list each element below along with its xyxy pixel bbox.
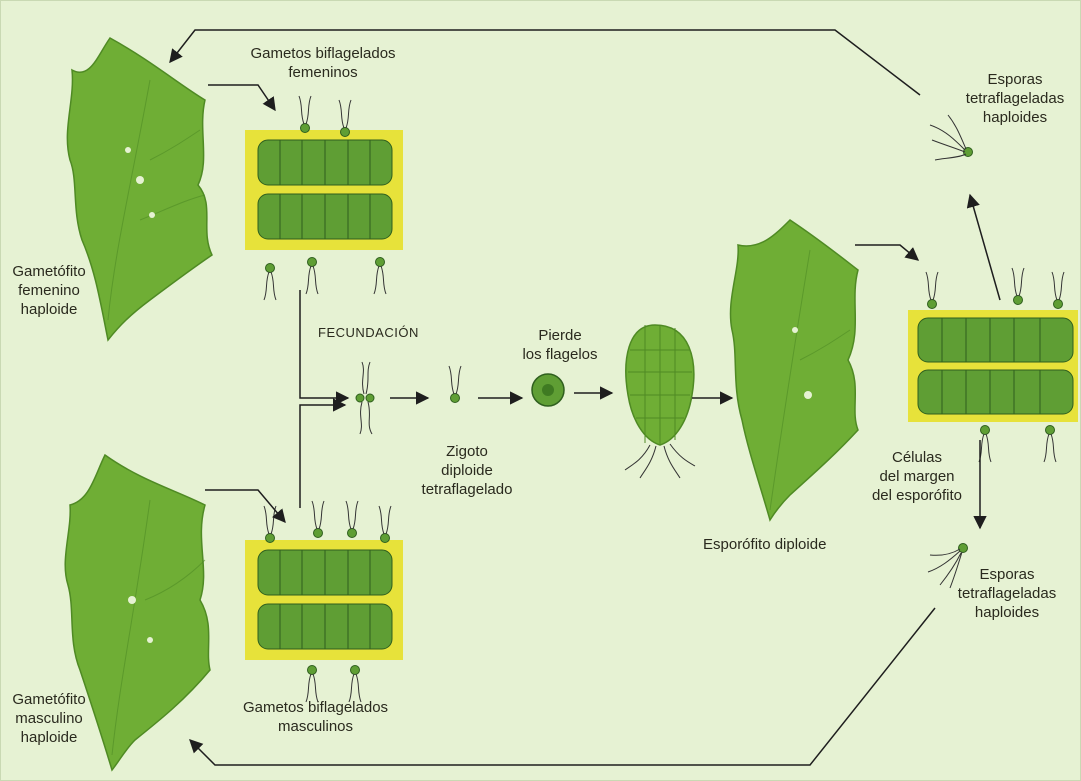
loses-flagella-label: Pierde los flagelos (510, 326, 610, 364)
margin-cells-label: Células del margen del esporófito (862, 448, 972, 505)
female-gametophyte-label: Gametófito femenino haploide (4, 262, 94, 319)
zygote-icon (449, 366, 461, 403)
germling-icon (625, 325, 695, 478)
zygote-label: Zigoto diploide tetraflagelado (412, 442, 522, 499)
aflagellate-zygote-icon (532, 374, 564, 406)
male-gametophyte-label: Gametófito masculino haploide (4, 690, 94, 747)
sporophyte-label: Esporófito diploide (703, 535, 826, 554)
spores-bottom-label: Esporas tetraflageladas haploides (942, 565, 1072, 622)
spores-top-label: Esporas tetraflageladas haploides (950, 70, 1080, 127)
fertilization-label: FECUNDACIÓN (318, 323, 419, 342)
male-gametes-label: Gametos biflagelados masculinos (228, 698, 403, 736)
sporophyte-thallus-icon (730, 220, 858, 520)
sporophyte-margin-tissue-icon (908, 310, 1078, 422)
male-gamete-tissue-icon (245, 540, 403, 660)
fusing-gametes-icon (356, 362, 374, 434)
female-gamete-tissue-icon (245, 130, 403, 250)
female-gametes-label: Gametos biflagelados femeninos (238, 44, 408, 82)
